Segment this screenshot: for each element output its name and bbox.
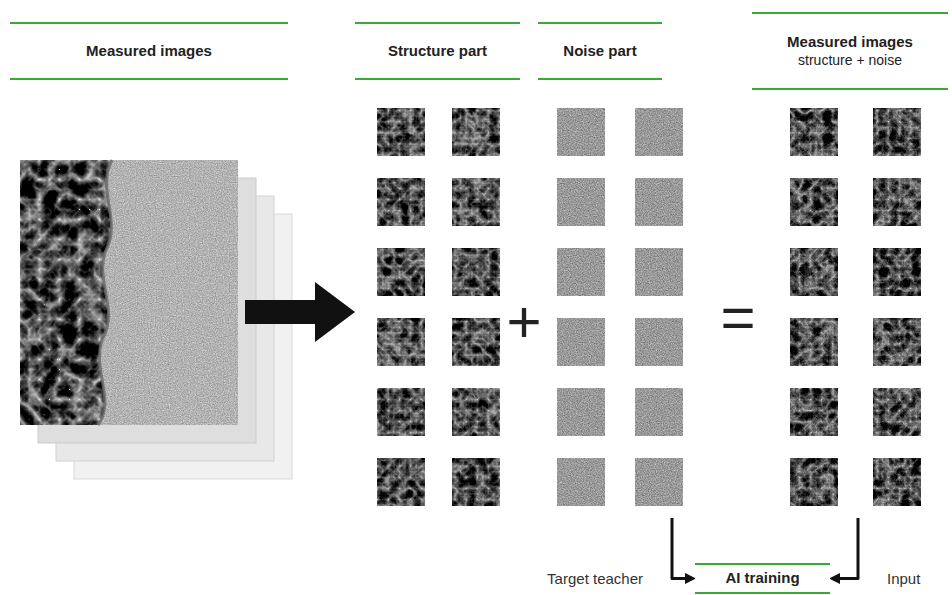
header-text: Noise part [563, 42, 636, 61]
noise-tile [557, 248, 605, 296]
structure-tile [377, 108, 425, 156]
header-text: AI training [725, 569, 799, 588]
block-arrow [245, 300, 315, 324]
measured-tile [790, 248, 838, 296]
column-header: Measured imagesstructure + noise [752, 10, 948, 518]
edge-label: Input [884, 570, 923, 588]
structure-tile [452, 388, 500, 436]
noise-tile [635, 388, 683, 436]
process-box: AI training [695, 563, 830, 594]
noise-tile [557, 178, 605, 226]
noise-tile [557, 458, 605, 506]
header-band: Measured images [10, 22, 288, 80]
edge-label: Target teacher [544, 570, 646, 588]
noise-tile [635, 458, 683, 506]
measured-tile [790, 318, 838, 366]
structure-tile [452, 458, 500, 506]
structure-tile [377, 248, 425, 296]
header-band: Measured imagesstructure + noise [752, 12, 948, 90]
structure-tile [452, 178, 500, 226]
structure-tile [377, 318, 425, 366]
measured-tile [873, 388, 921, 436]
noise-tile [557, 318, 605, 366]
structure-tile [377, 388, 425, 436]
measured-tile [790, 178, 838, 226]
structure-tile [452, 318, 500, 366]
noise-tile [557, 108, 605, 156]
measured-tile [873, 458, 921, 506]
header-text: Measured images [86, 42, 212, 61]
structure-tile [377, 178, 425, 226]
measured-tile [873, 248, 921, 296]
measured-tiles [790, 108, 921, 506]
noise-tile [635, 178, 683, 226]
measured-tile [873, 318, 921, 366]
cell-membrane [98, 160, 112, 425]
measured-tile [790, 458, 838, 506]
measured-tile [790, 108, 838, 156]
header-text: Measured images [787, 33, 913, 52]
flow-arrow [672, 518, 685, 579]
column-header: Structure part [355, 20, 520, 518]
noise-tile [557, 388, 605, 436]
noise-tile [635, 108, 683, 156]
measured-image [20, 160, 238, 425]
noise-tile [635, 318, 683, 366]
header-band: AI training [695, 563, 830, 594]
structure-tile [452, 248, 500, 296]
column-header: Measured images [10, 20, 245, 490]
noise-tile [635, 248, 683, 296]
flow-arrow [840, 518, 858, 579]
cell-structure [20, 160, 130, 425]
header-band: Structure part [355, 22, 520, 80]
header-text: Structure part [388, 42, 487, 61]
operator-symbol: + [506, 292, 541, 352]
noise-tiles [557, 108, 683, 506]
subheader-text: structure + noise [798, 52, 902, 70]
measured-tile [873, 178, 921, 226]
measured-tile [873, 108, 921, 156]
connectors [245, 312, 858, 579]
structure-tile [377, 458, 425, 506]
structure-tile [452, 108, 500, 156]
structure-tiles [377, 108, 500, 506]
header-band: Noise part [538, 22, 662, 80]
measured-tile [790, 388, 838, 436]
column-header: Noise part [538, 20, 690, 518]
operator-symbol: = [720, 288, 755, 348]
